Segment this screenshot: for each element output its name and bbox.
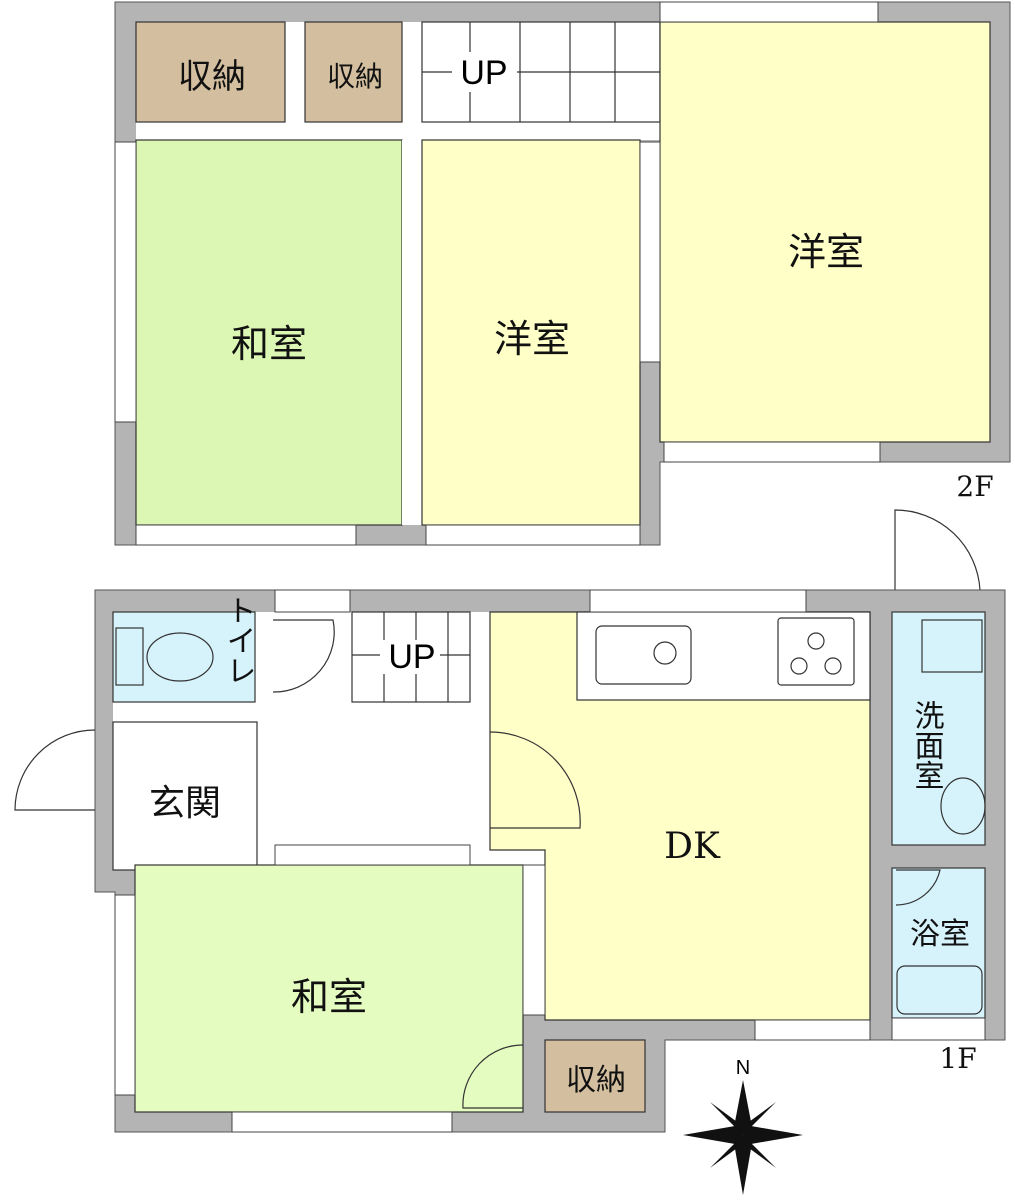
window (659, 1, 879, 23)
window (274, 589, 351, 613)
window (425, 524, 641, 546)
window (891, 1017, 986, 1041)
kitchen-counter (576, 611, 871, 701)
washing-machine-icon (921, 619, 983, 673)
label-stairs-2f: UP (460, 54, 507, 92)
window (135, 524, 357, 546)
label-yoshitsu-2f-right: 洋室 (788, 230, 864, 274)
yoshitsu-2f-mid (421, 139, 641, 526)
door-arc (894, 509, 981, 591)
bathtub-icon (896, 965, 983, 1015)
sliding-door (274, 844, 471, 866)
floor-label-2f: 2F (956, 470, 993, 503)
window (589, 589, 807, 613)
stairs-2f (421, 21, 661, 123)
sink-icon (595, 625, 692, 685)
label-washitsu-2f: 和室 (231, 322, 307, 366)
washroom (891, 611, 986, 846)
label-genkan: 玄関 (149, 783, 221, 824)
entrance-door-arc (14, 729, 96, 811)
window (114, 894, 136, 1096)
washbasin-icon (940, 777, 986, 835)
window (663, 441, 881, 463)
window (231, 1111, 453, 1133)
label-washitsu-1f: 和室 (291, 975, 367, 1019)
floor-1f: トイレ UP 玄関 DK 洗面室 浴室 和室 収納 1F (14, 509, 1006, 1133)
sliding-door (522, 864, 546, 1016)
stove-icon (777, 617, 855, 686)
label-storage-2f-a: 収納 (178, 57, 246, 97)
label-washroom: 洗面室 (909, 700, 944, 790)
washitsu-1f (134, 864, 524, 1113)
washitsu-2f (135, 139, 403, 526)
compass-north-label: N (736, 1057, 750, 1079)
window (754, 1019, 871, 1041)
storage-2f-b (304, 21, 403, 123)
label-stairs-1f: UP (388, 638, 435, 676)
door-arc (272, 619, 335, 693)
label-storage-2f-b: 収納 (327, 60, 383, 93)
compass-icon: N (683, 1057, 803, 1195)
stairs-1f (351, 611, 471, 703)
label-storage-1f: 収納 (566, 1063, 626, 1098)
toilet (112, 611, 256, 703)
toilet-fixture (115, 627, 214, 686)
door-arc (462, 1044, 524, 1109)
storage-2f-a (135, 21, 286, 123)
window (639, 141, 661, 363)
door-arc (895, 869, 941, 906)
window (114, 141, 137, 423)
storage-1f (544, 1039, 646, 1113)
label-bath: 浴室 (910, 917, 970, 952)
genkan (112, 721, 258, 871)
yoshitsu-2f-right (659, 21, 991, 443)
label-dk: DK (664, 826, 721, 867)
door-arc (489, 731, 581, 829)
partition-2f (402, 140, 422, 525)
floor-label-1f: 1F (939, 1042, 976, 1075)
label-yoshitsu-2f-mid: 洋室 (494, 317, 570, 361)
label-toilet: トイレ (221, 595, 256, 685)
floor-2f: 収納 収納 UP 和室 洋室 洋室 2F (114, 1, 1011, 546)
